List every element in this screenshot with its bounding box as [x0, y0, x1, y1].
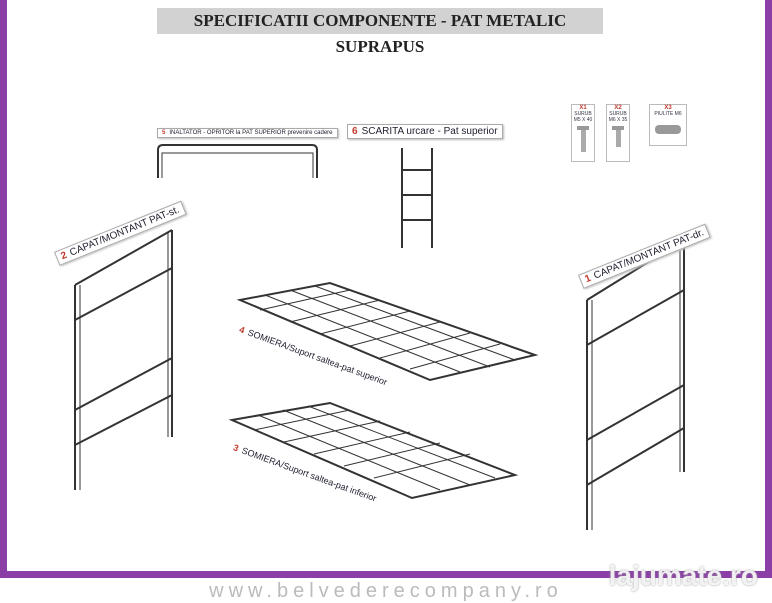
ladder-drawing	[401, 148, 433, 248]
lower-slat-frame-drawing	[228, 401, 519, 500]
page-title: SPECIFICATII COMPONENTE - PAT METALIC SU…	[157, 8, 603, 56]
label-text: SCARITA urcare - Pat superior	[361, 126, 498, 137]
bed-components-drawing	[74, 144, 685, 530]
hardware-nuts-m6: X3 PIULITE M6	[649, 104, 687, 146]
hardware-qty: X3	[664, 105, 672, 111]
diagram-frame	[0, 0, 772, 578]
hardware-bolt-m6: X2 SURUB M6 X 35	[606, 104, 630, 162]
guard-rail-drawing	[157, 144, 318, 178]
label-number: 6	[352, 126, 358, 137]
hardware-qty: X1	[579, 105, 587, 111]
hardware-name: PIULITE M6	[654, 111, 682, 117]
left-end-frame-drawing	[74, 229, 173, 490]
right-end-frame-drawing	[586, 239, 685, 530]
footer-website: www.belvederecompany.ro	[209, 580, 563, 602]
hardware-qty: X2	[614, 105, 622, 111]
label-number: 3	[231, 442, 241, 454]
label-number: 1	[583, 272, 593, 286]
watermark: lajumate.ro	[608, 560, 758, 591]
label-text: INALTATOR - OPRITOR la PAT SUPERIOR prev…	[169, 130, 333, 136]
hardware-bolt-m5: X1 SURUB M5 X 40	[571, 104, 595, 162]
hardware-name: SURUB M6 X 35	[608, 111, 628, 123]
label-number: 4	[237, 324, 247, 336]
label-number: 2	[59, 249, 69, 263]
upper-slat-frame-drawing	[236, 281, 539, 382]
hardware-name: SURUB M5 X 40	[573, 111, 593, 123]
label-number: 5	[162, 130, 166, 136]
